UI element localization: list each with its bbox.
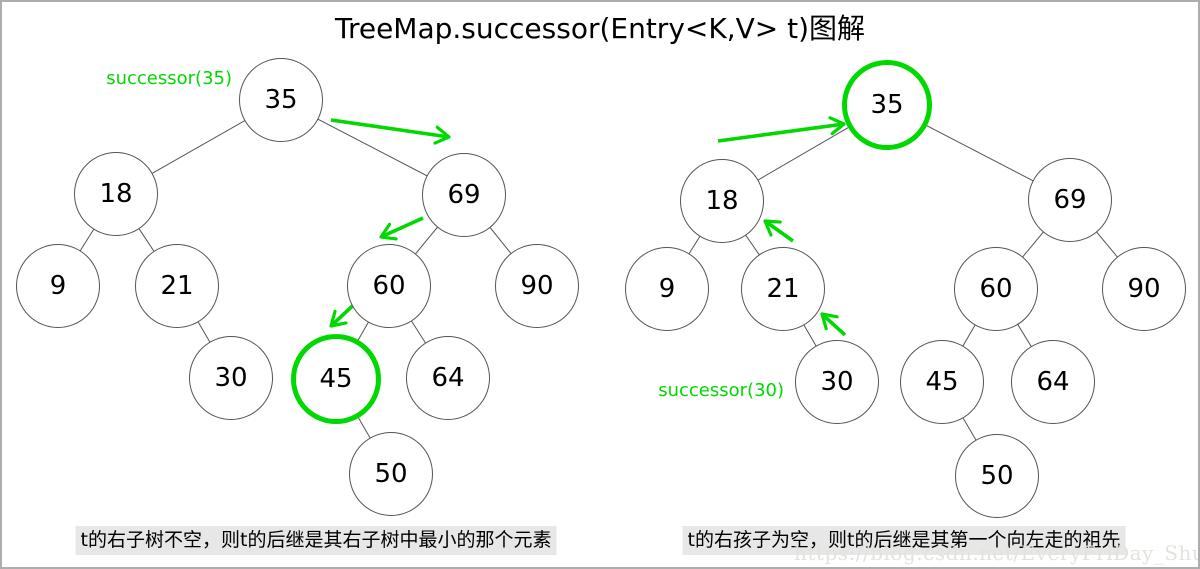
successor-30-label: successor(30): [658, 380, 784, 401]
successor-step-arrow: [820, 312, 847, 337]
tree-node-50: 50: [349, 432, 433, 516]
tree-node-18: 18: [74, 152, 158, 236]
successor-step-arrow: [717, 116, 846, 143]
successor-35-label: successor(35): [106, 68, 232, 89]
tree-node-90: 90: [1102, 247, 1186, 331]
tree-node-9: 9: [16, 244, 100, 328]
tree-node-45-highlighted: 45: [291, 334, 381, 424]
tree-node-21: 21: [741, 247, 825, 331]
tree-node-35-highlighted: 35: [842, 60, 932, 150]
tree-node-35: 35: [239, 58, 323, 142]
tree-node-18: 18: [680, 159, 764, 243]
tree-node-9: 9: [625, 247, 709, 331]
tree-node-64: 64: [1011, 340, 1095, 424]
tree-node-69: 69: [1028, 158, 1112, 242]
tree-node-90: 90: [495, 244, 579, 328]
tree-node-30: 30: [189, 336, 273, 420]
page-title: TreeMap.successor(Entry<K,V> t)图解: [334, 12, 866, 45]
tree-node-64: 64: [406, 336, 490, 420]
tree-node-30: 30: [795, 340, 879, 424]
successor-step-arrow: [379, 216, 424, 241]
tree-node-50: 50: [955, 434, 1039, 518]
tree-node-21: 21: [135, 244, 219, 328]
tree-node-60: 60: [347, 244, 431, 328]
tree-node-69: 69: [422, 153, 506, 237]
left-tree-caption: t的右子树不空，则t的后继是其右子树中最小的那个元素: [75, 526, 557, 555]
successor-step-arrow: [763, 219, 795, 243]
tree-node-45: 45: [900, 340, 984, 424]
right-tree-caption: t的右孩子为空，则t的后继是其第一个向左走的祖先: [682, 526, 1126, 555]
tree-node-60: 60: [954, 247, 1038, 331]
watermark-url: https://blog.csdn.net/EveryFriDay_ShuJk: [794, 541, 1200, 565]
successor-step-arrow: [330, 118, 451, 145]
